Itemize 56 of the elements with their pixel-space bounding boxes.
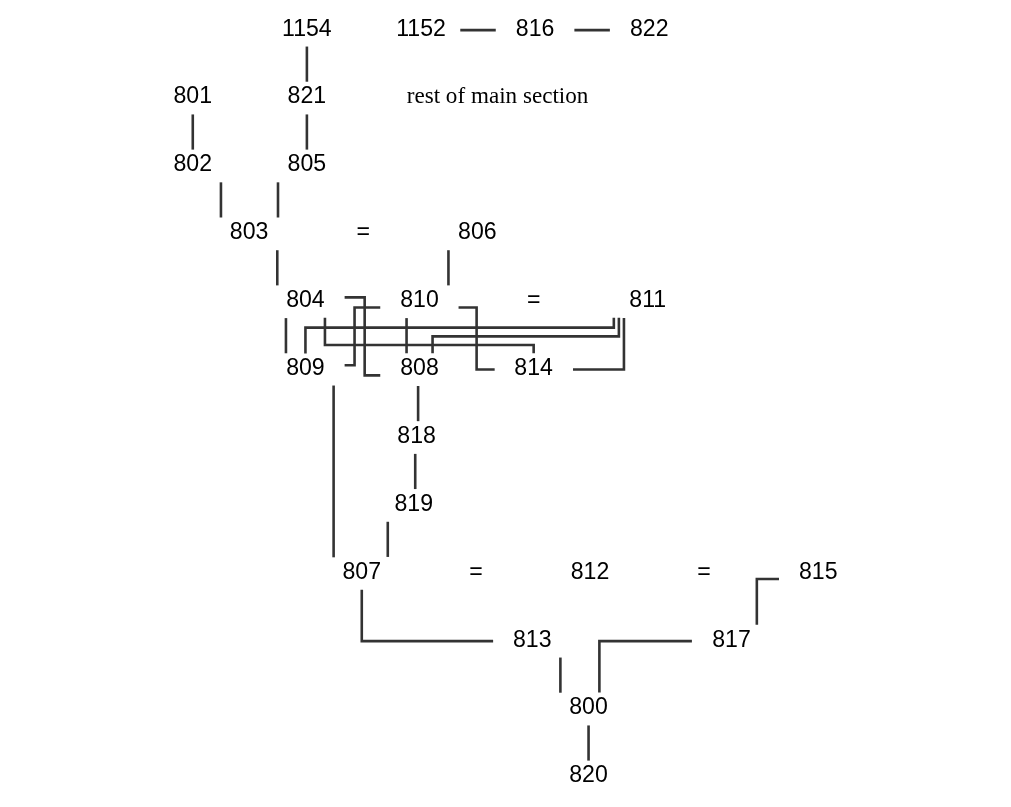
node-text: 808: [400, 354, 439, 381]
node-text: 1154: [282, 14, 332, 41]
connector: [431, 317, 621, 354]
connector: [191, 114, 195, 150]
label: =: [526, 286, 541, 313]
node-text: 806: [458, 218, 497, 245]
node-text: 819: [394, 489, 434, 516]
connector: [284, 318, 288, 354]
node-text: 818: [397, 421, 436, 448]
label: =: [697, 557, 711, 584]
node-text: 814: [514, 354, 553, 381]
node-text: 802: [173, 150, 213, 177]
connector: [574, 28, 610, 32]
node-text: 1152: [396, 14, 446, 41]
connector: [275, 250, 279, 286]
node-text: 815: [798, 557, 838, 584]
connector: [587, 725, 590, 761]
connector: [405, 318, 408, 354]
node-text: 811: [629, 286, 667, 313]
connector: [460, 28, 496, 32]
connector: [386, 521, 390, 557]
node-text: 817: [712, 625, 751, 652]
connector: [323, 317, 535, 354]
node-text: 807: [342, 557, 382, 584]
label: =: [356, 218, 370, 245]
connector: [755, 577, 779, 625]
connector: [598, 639, 692, 693]
connector: [304, 317, 616, 354]
connector: [458, 306, 495, 371]
connector: [305, 46, 309, 82]
node-text: 816: [515, 14, 555, 41]
connector: [360, 589, 494, 643]
connector: [447, 250, 450, 286]
connector: [573, 318, 626, 371]
connector: [559, 657, 562, 693]
connector: [416, 386, 420, 422]
connector: [305, 114, 309, 150]
node-text: 803: [229, 218, 269, 245]
node-text: 800: [569, 693, 608, 720]
connector: [413, 453, 417, 490]
node-text: 820: [569, 761, 608, 788]
label: rest of main section: [406, 82, 589, 109]
node-text: 809: [286, 354, 325, 381]
connector: [344, 306, 381, 367]
node-text: 810: [400, 286, 439, 313]
node-text: 804: [286, 286, 325, 313]
connector: [276, 182, 280, 218]
connector: [219, 182, 223, 218]
connector: [332, 385, 335, 558]
node-text: 805: [287, 150, 327, 177]
node-text: 812: [570, 557, 610, 584]
node-text: 801: [173, 82, 213, 109]
label: =: [469, 557, 483, 584]
node-text: 813: [512, 625, 552, 652]
node-text: 822: [629, 14, 669, 41]
node-text: 821: [287, 82, 327, 109]
